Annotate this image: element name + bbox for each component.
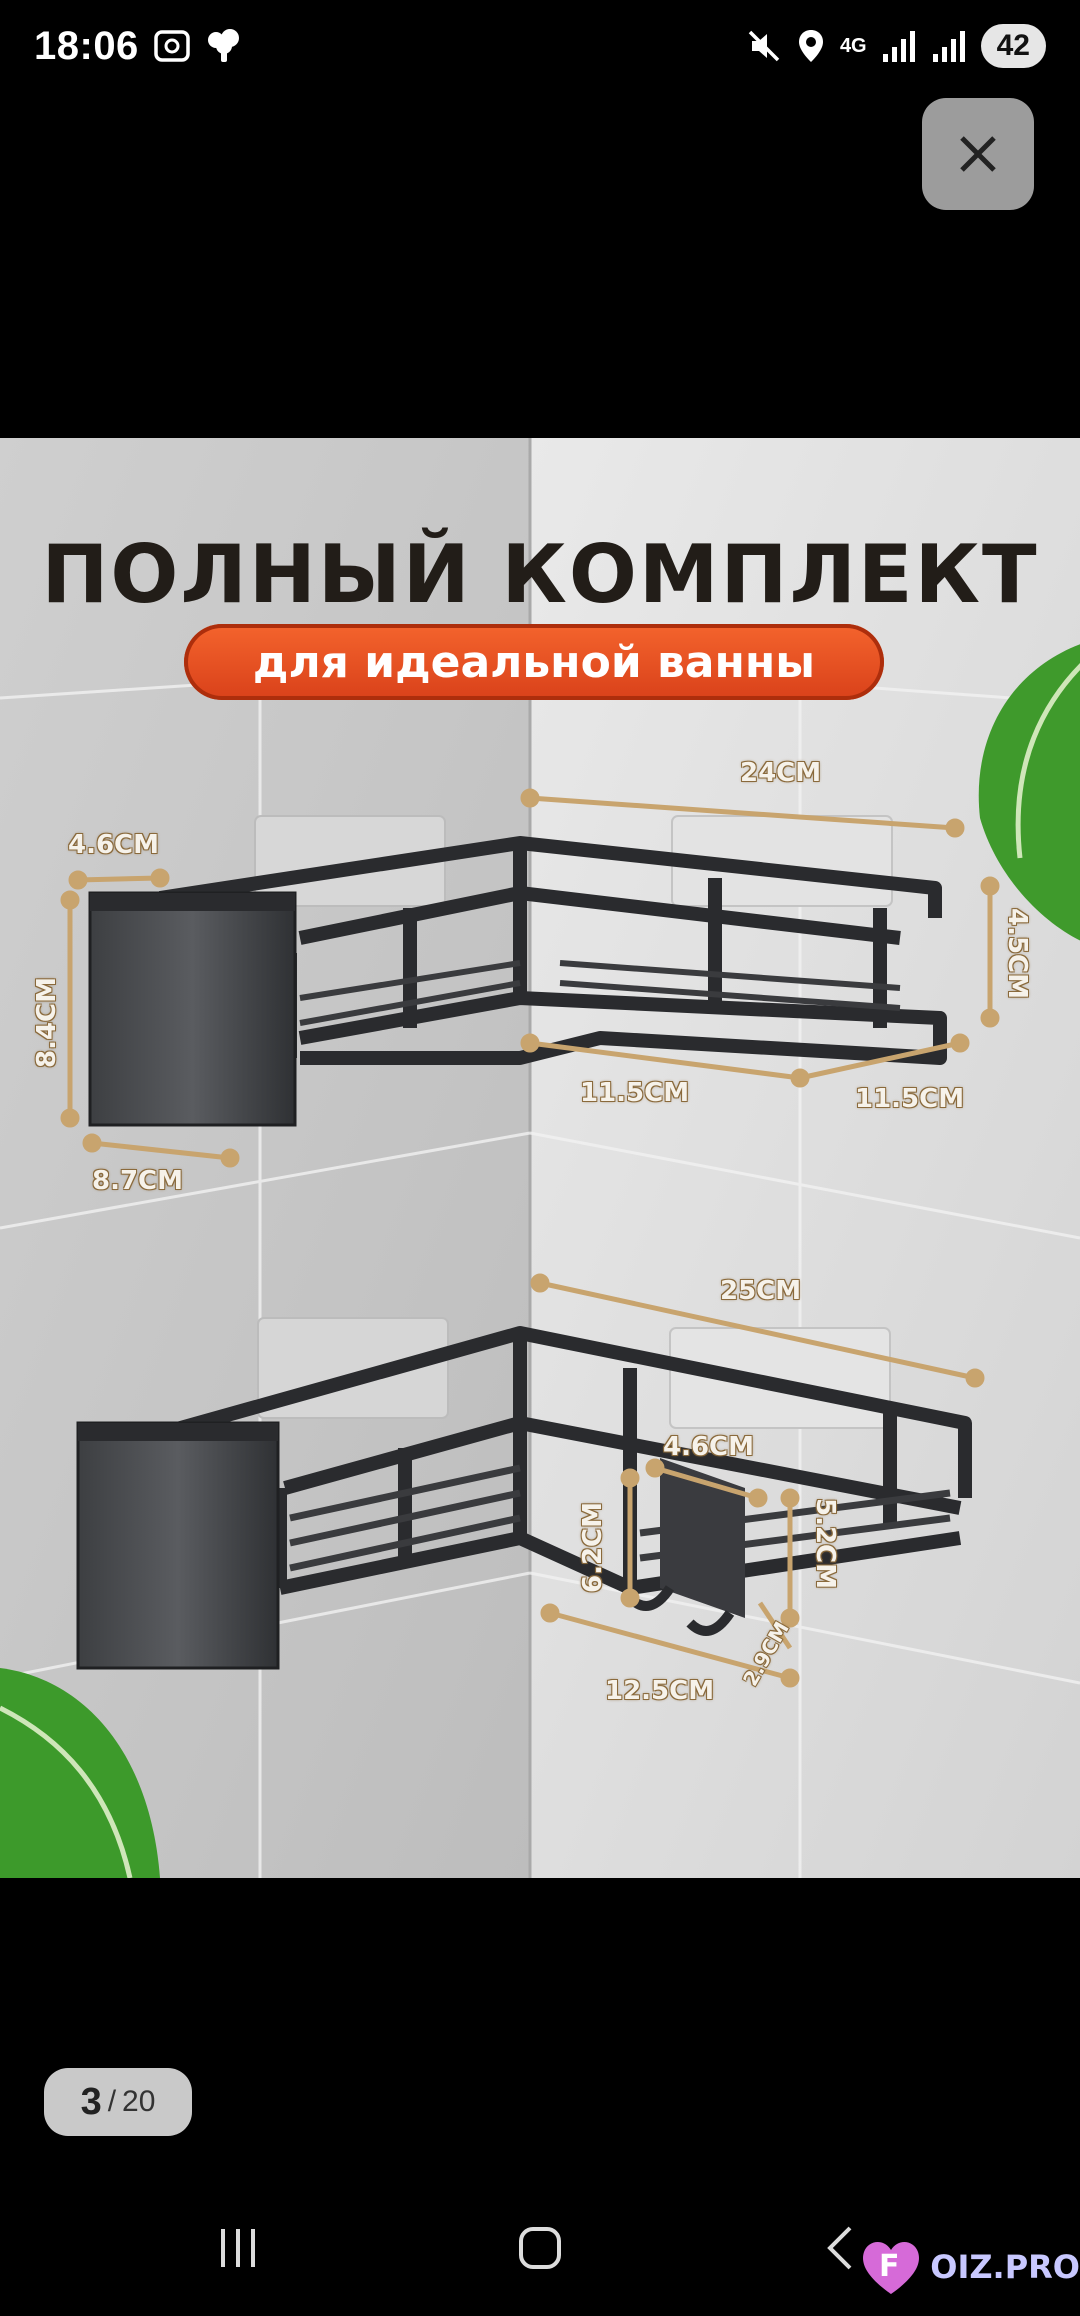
heart-logo-icon: F xyxy=(863,2241,920,2294)
subtitle-pill: для идеальной ванны xyxy=(184,624,884,700)
headline: ПОЛНЫЙ КОМПЛЕКТ xyxy=(41,528,1039,621)
subtitle-text: для идеальной ванны xyxy=(252,636,816,688)
page-separator: / xyxy=(107,2085,117,2118)
dim-top-cup-width: 4.6CM xyxy=(68,830,160,860)
dim-top-width: 24CM xyxy=(740,758,822,788)
home-icon xyxy=(519,2227,561,2269)
watermark-text: OIZ.PRO xyxy=(930,2248,1080,2286)
dim-bottom-side: 12.5CM xyxy=(605,1676,715,1706)
signal-icon-2 xyxy=(932,31,965,62)
leaf-left xyxy=(0,1668,160,1878)
back-icon xyxy=(827,2226,852,2270)
location-icon xyxy=(798,30,823,62)
close-icon xyxy=(960,136,996,172)
page-counter: 3 / 20 xyxy=(44,2068,192,2136)
recent-apps-button[interactable] xyxy=(198,2210,278,2286)
status-time: 18:06 xyxy=(34,24,139,68)
broccoli-app-icon xyxy=(208,29,239,62)
page-current: 3 xyxy=(80,2080,102,2123)
product-image[interactable]: ПОЛНЫЙ КОМПЛЕКТ для идеальной ванны 24CM… xyxy=(0,438,1080,1878)
dim-top-side-left: 11.5CM xyxy=(580,1078,690,1108)
dim-top-cup-depth: 8.7CM xyxy=(92,1166,184,1196)
status-left-icons xyxy=(152,26,244,66)
watermark-logo-letter: F xyxy=(879,2249,900,2284)
page-total: 20 xyxy=(122,2085,156,2118)
dim-hook-width: 4.6CM xyxy=(663,1432,755,1462)
back-button[interactable] xyxy=(800,2210,880,2286)
close-button[interactable] xyxy=(922,98,1034,210)
screenshot-icon xyxy=(154,30,190,62)
home-button[interactable] xyxy=(500,2210,580,2286)
watermark: F OIZ.PRO xyxy=(858,2232,1080,2302)
network-type: 4G xyxy=(839,35,867,57)
mute-icon xyxy=(748,30,780,62)
signal-icon xyxy=(882,31,915,62)
recent-apps-icon xyxy=(221,2229,255,2267)
navigation-bar xyxy=(0,2194,1080,2304)
battery-level: 42 xyxy=(980,24,1046,68)
dim-hook-height-right: 5.2CM xyxy=(810,1498,840,1590)
dim-top-side-right: 11.5CM xyxy=(855,1084,965,1114)
status-bar: 18:06 4G 42 xyxy=(0,0,1080,96)
dim-hook-height-left: 6.2CM xyxy=(578,1501,608,1593)
status-right-icons: 4G 42 xyxy=(746,24,1046,68)
dim-bottom-width: 25CM xyxy=(720,1276,802,1306)
dim-top-cup-height: 8.4CM xyxy=(32,976,62,1068)
dim-top-rail-height: 4.5CM xyxy=(1002,908,1032,1000)
leaf-right xyxy=(978,644,1080,941)
